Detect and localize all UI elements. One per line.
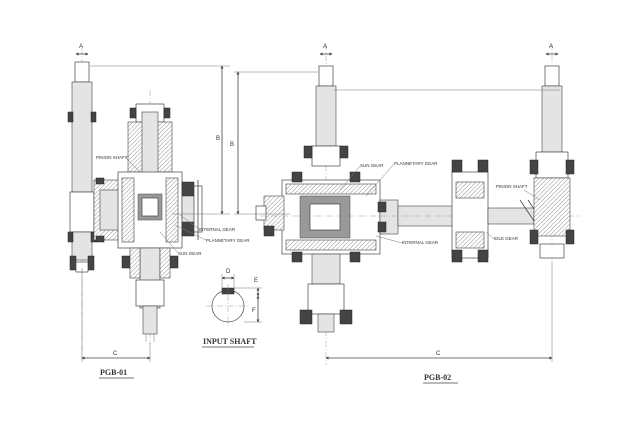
pgb02-main-shaft-top — [318, 65, 334, 87]
pgb02-label-pinion-shaft: PINION SHAFT — [496, 184, 528, 189]
input-shaft-dim-d: D — [226, 269, 231, 275]
pgb02-pinion-shaft-top — [544, 65, 560, 87]
pgb02-dim-b: B — [230, 142, 234, 148]
pgb01-label-pinion-shaft: PINION SHAFT — [96, 155, 128, 160]
input-shaft-dim-f: F — [252, 308, 256, 314]
pgb02-dim-c: C — [436, 351, 441, 357]
pgb02-dim-a1: A — [323, 44, 327, 50]
input-shaft-detail: D E F INPUT SHAFT — [202, 269, 262, 348]
pgb01-label-internal-gear: INTERNAL GEAR — [199, 227, 236, 232]
pgb01-label-sun-gear: SUN GEAR — [178, 251, 202, 256]
pgb01-label-planetary-gear: PLANNETARY GEAR — [206, 238, 250, 243]
pgb01-dim-b: B — [216, 136, 220, 142]
input-shaft-title: INPUT SHAFT — [203, 337, 257, 346]
pgb02-label-planetary-gear: PLANNETARY GEAR — [394, 161, 438, 166]
pgb01-dim-a: A — [79, 44, 83, 50]
input-shaft-dim-e: E — [254, 278, 258, 284]
pgb01-assembly: PINION SHAFT INTERNAL GEAR PLANNETARY GE… — [67, 44, 250, 379]
pgb02-dim-a2: A — [549, 44, 553, 50]
pgb02-label-idle-gear: IDLE GEAR — [494, 236, 519, 241]
pgb02-title: PGB-02 — [424, 373, 451, 382]
pgb02-assembly: SUN GEAR PLANNETARY GEAR INTERNAL GEAR P… — [230, 44, 580, 384]
pgb01-title: PGB-01 — [100, 368, 127, 377]
pgb02-label-internal-gear: INTERNAL GEAR — [402, 240, 439, 245]
pgb02-label-sun-gear: SUN GEAR — [360, 163, 384, 168]
pgb01-left-shaft — [74, 61, 90, 83]
pgb01-left-housing — [69, 191, 95, 233]
pgb01-dim-c: C — [113, 351, 118, 357]
